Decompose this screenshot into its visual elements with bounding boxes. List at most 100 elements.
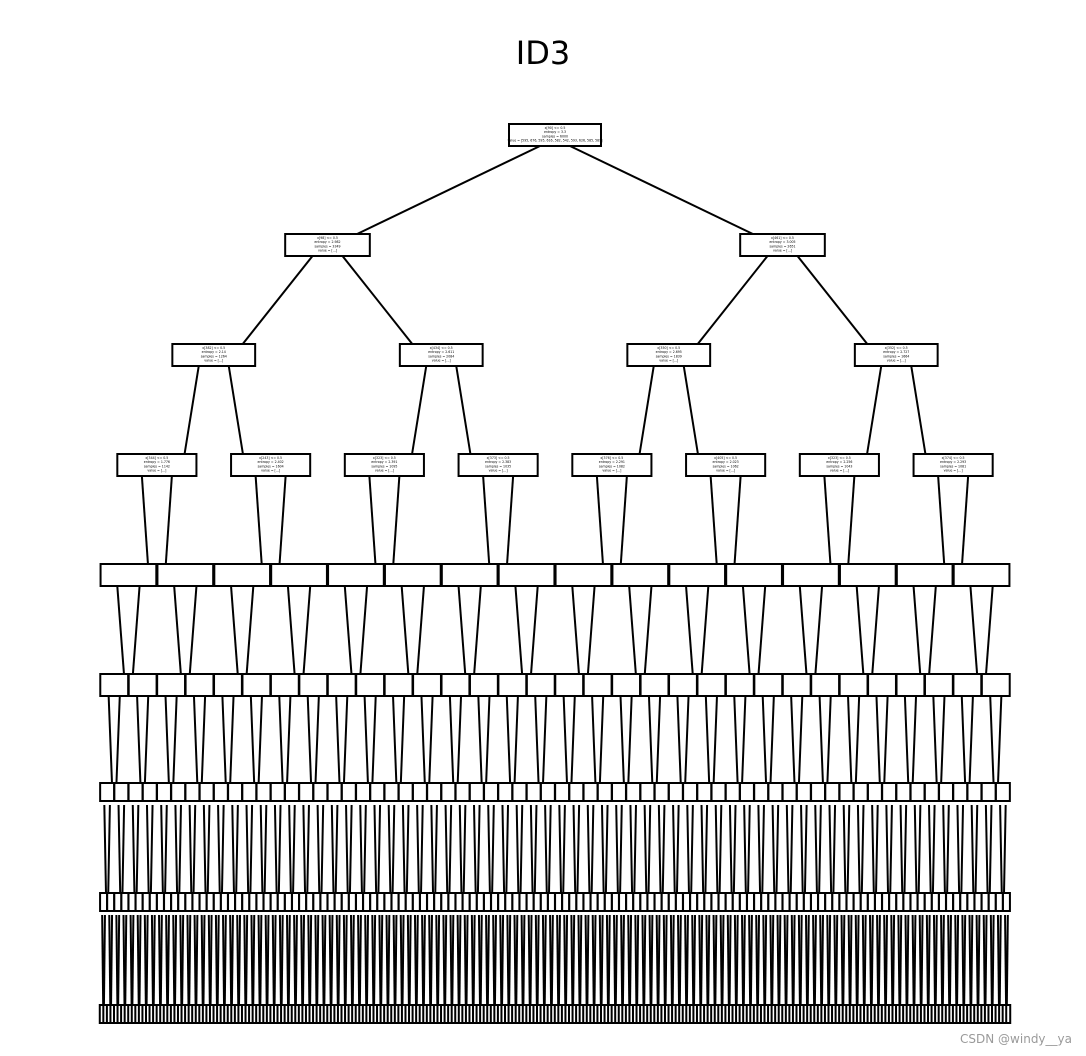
tree-node [674, 892, 684, 912]
tree-edge [238, 914, 242, 1006]
tree-edge [747, 804, 751, 894]
tree-edge [394, 914, 398, 1006]
tree-node-box [234, 892, 244, 912]
tree-edge [164, 475, 173, 565]
tree-edge [513, 914, 517, 1006]
tree-edge [712, 695, 718, 784]
tree-edge [216, 914, 220, 1006]
tree-edge [621, 914, 625, 1006]
tree-edge [456, 695, 463, 784]
tree-edge [514, 585, 524, 675]
tree-node [767, 892, 777, 912]
tree-node-box [881, 782, 898, 802]
tree-edge [714, 804, 719, 894]
tree-node [305, 892, 315, 912]
tree-node [440, 563, 499, 587]
tree-edge [627, 695, 633, 784]
tree-node [99, 782, 116, 802]
tree-edge [828, 804, 833, 894]
tree-edge [931, 804, 936, 894]
tree-node [298, 892, 308, 912]
tree-node-box [163, 892, 173, 912]
tree-edge [741, 695, 747, 784]
tree-edge [800, 804, 804, 894]
tree-node-box [497, 563, 556, 587]
tree-node-box [895, 892, 905, 912]
tree-edge [920, 914, 924, 1006]
tree-node [895, 563, 954, 587]
tree-edge [548, 804, 552, 894]
tree-edge [542, 695, 548, 784]
tree-edge [477, 695, 483, 784]
tree-node-box [212, 782, 229, 802]
tree-edge [392, 914, 396, 1006]
watermark: CSDN @windy__ya [960, 1032, 1072, 1046]
tree-node-box [262, 892, 272, 912]
tree-node [582, 673, 613, 697]
tree-node-box [383, 673, 414, 697]
tree-edge [662, 914, 666, 1006]
tree-edge [797, 695, 804, 784]
tree-edge [230, 914, 234, 1006]
tree-node-box [767, 892, 777, 912]
tree-node [546, 892, 556, 912]
tree-node-box [838, 673, 869, 697]
tree-edge [280, 914, 284, 1006]
tree-edge [456, 914, 460, 1006]
tree-edge [286, 914, 290, 1006]
tree-edge [399, 695, 406, 784]
tree-edge [628, 585, 637, 675]
tree-node [298, 673, 329, 697]
tree-node-box [554, 782, 571, 802]
tree-edge [457, 585, 467, 675]
tree-node [440, 892, 450, 912]
tree-edge [757, 585, 767, 675]
tree-edge [493, 914, 497, 1006]
tree-node [440, 673, 471, 697]
tree-edge [985, 585, 994, 675]
tree-node-box [1005, 1004, 1012, 1024]
tree-edge [855, 585, 865, 675]
tree-node [490, 892, 500, 912]
tree-node-box [383, 563, 442, 587]
tree-node-label: x[350] <= 0.5 [657, 346, 680, 350]
tree-node-box [923, 782, 940, 802]
tree-node [511, 892, 521, 912]
tree-edge [590, 804, 595, 894]
tree-edge [121, 804, 126, 894]
tree-node-box [724, 673, 755, 697]
tree-edge [814, 585, 824, 675]
tree-edge [969, 585, 979, 675]
tree-node [383, 892, 393, 912]
tree-edge [678, 914, 682, 1006]
tree-node [724, 673, 755, 697]
tree-node-box [177, 892, 187, 912]
tree-node-box [99, 782, 116, 802]
tree-edge [145, 914, 149, 1006]
tree-node-box [909, 892, 919, 912]
tree-node [611, 563, 670, 587]
tree-edge [598, 914, 602, 1006]
tree-edge [302, 585, 312, 675]
tree-edge [792, 914, 796, 1006]
tree-edge [117, 914, 121, 1006]
tree-edge [345, 804, 349, 894]
tree-edge [615, 804, 619, 894]
tree-node [639, 673, 670, 697]
tree-edge [903, 804, 908, 894]
tree-edge [188, 585, 198, 675]
tree-edge [818, 695, 824, 784]
tree-node-box [632, 892, 642, 912]
tree-node-box [845, 892, 855, 912]
tree-node-box [682, 892, 692, 912]
tree-node-box [525, 782, 542, 802]
tree-node [156, 782, 172, 802]
tree-node [511, 782, 528, 802]
tree-node-label: value = [...] [944, 469, 963, 473]
tree-node-box [625, 892, 635, 912]
tree-node [945, 892, 955, 912]
tree-edge [465, 914, 469, 1006]
tree-edge [619, 475, 628, 565]
tree-edge [643, 585, 653, 675]
tree-edge [849, 914, 853, 1006]
